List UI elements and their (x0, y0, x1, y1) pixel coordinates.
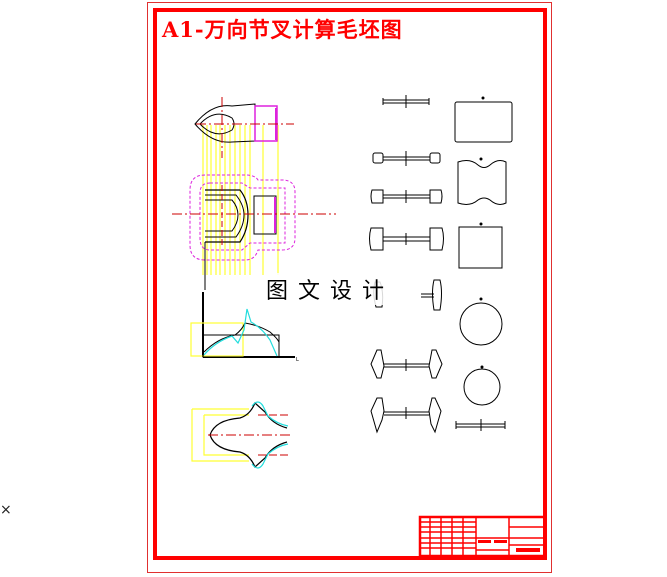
watermark-text: 图文设计 (264, 273, 397, 305)
drawing-frame-border (153, 8, 547, 560)
drawing-title: A1-万向节叉计算毛坯图 (162, 17, 403, 42)
crosshair-cursor-icon: × (0, 502, 12, 518)
drawing-sheet-outer-border (147, 2, 552, 573)
section-sequence-left (369, 95, 444, 434)
plan-view-with-flash (172, 174, 336, 290)
svg-text:L: L (296, 357, 299, 363)
section-area-diagram: L (190, 292, 299, 363)
top-view-forging (194, 97, 294, 275)
section-sequence-right (454, 96, 513, 431)
title-block (418, 515, 547, 558)
diameter-diagram (191, 401, 292, 469)
